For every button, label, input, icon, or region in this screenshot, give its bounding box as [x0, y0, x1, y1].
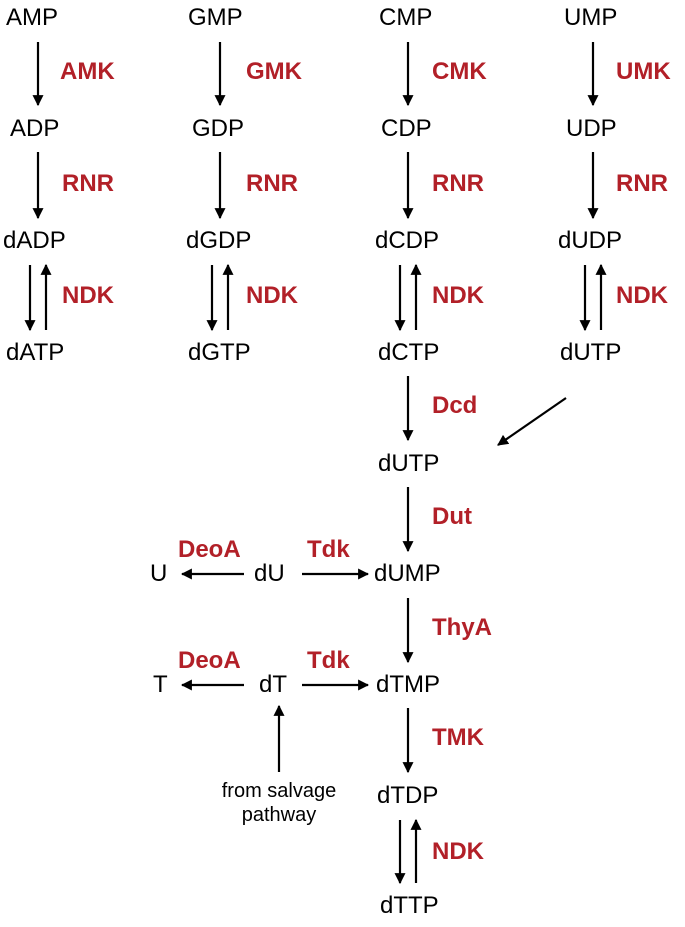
metabolite-dtdp: dTDP — [377, 782, 439, 809]
enzyme-tdk-t: Tdk — [307, 647, 350, 674]
enzyme-dut: Dut — [432, 503, 472, 530]
enzyme-ndk-t: NDK — [432, 838, 484, 865]
enzyme-thya: ThyA — [432, 614, 492, 641]
enzyme-tdk-u: Tdk — [307, 536, 350, 563]
enzyme-ndk-a: NDK — [62, 282, 114, 309]
metabolite-dcdp: dCDP — [375, 227, 440, 254]
metabolite-amp: AMP — [6, 4, 59, 31]
enzyme-rnr-g: RNR — [246, 170, 298, 197]
enzyme-rnr-u: RNR — [616, 170, 668, 197]
enzyme-deoa-u: DeoA — [178, 536, 241, 563]
salvage-note-line2: pathway — [241, 804, 317, 826]
enzyme-cmk: CMK — [432, 58, 487, 85]
metabolite-udp: UDP — [566, 115, 617, 142]
enzyme-tmk: TMK — [432, 724, 484, 751]
metabolite-dudp: dUDP — [558, 227, 623, 254]
metabolite-u: U — [150, 560, 168, 587]
metabolite-gdp: GDP — [192, 115, 245, 142]
enzyme-dcd: Dcd — [432, 392, 478, 419]
metabolite-adp: ADP — [10, 115, 60, 142]
metabolite-ump: UMP — [564, 4, 618, 31]
enzyme-deoa-t: DeoA — [178, 647, 241, 674]
metabolite-du: dU — [254, 560, 285, 587]
enzyme-amk: AMK — [60, 58, 115, 85]
metabolite-cmp: CMP — [379, 4, 433, 31]
metabolite-dtmp: dTMP — [376, 671, 441, 698]
salvage-note-line1: from salvage — [221, 780, 337, 802]
metabolite-gmp: GMP — [188, 4, 243, 31]
enzyme-ndk-u: NDK — [616, 282, 668, 309]
metabolite-dutp: dUTP — [378, 450, 440, 477]
metabolite-dt: dT — [259, 671, 288, 698]
metabolite-dump: dUMP — [374, 560, 441, 587]
enzyme-rnr-a: RNR — [62, 170, 114, 197]
metabolite-dutp-top: dUTP — [560, 339, 622, 366]
metabolite-dctp: dCTP — [378, 339, 440, 366]
metabolite-t: T — [153, 671, 168, 698]
metabolite-dttp: dTTP — [380, 892, 439, 919]
enzyme-umk: UMK — [616, 58, 671, 85]
enzyme-ndk-g: NDK — [246, 282, 298, 309]
enzyme-rnr-c: RNR — [432, 170, 484, 197]
metabolite-dgtp: dGTP — [188, 339, 251, 366]
salvage-pathway-note: from salvage pathway — [196, 779, 362, 827]
metabolite-cdp: CDP — [381, 115, 432, 142]
enzyme-gmk: GMK — [246, 58, 302, 85]
arrow-dutp-top-dutp — [497, 397, 567, 446]
metabolite-dadp: dADP — [3, 227, 66, 254]
metabolite-datp: dATP — [6, 339, 65, 366]
enzyme-ndk-c: NDK — [432, 282, 484, 309]
metabolite-dgdp: dGDP — [186, 227, 252, 254]
